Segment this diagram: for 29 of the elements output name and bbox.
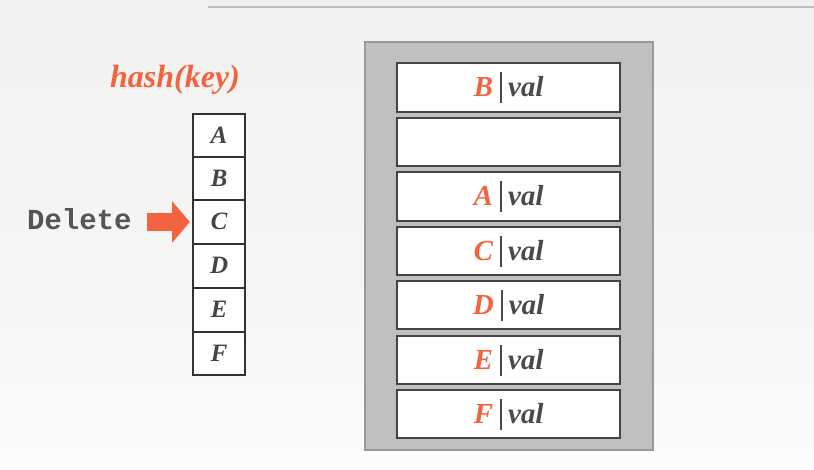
key-cell: A xyxy=(192,113,246,158)
key-cell: F xyxy=(192,331,246,376)
bucket-slot xyxy=(396,226,621,276)
bucket-slot xyxy=(396,117,621,167)
bucket-slot xyxy=(396,389,621,439)
bucket-slot xyxy=(396,335,621,385)
value-text: val xyxy=(508,180,544,213)
bucket-slot xyxy=(396,171,621,222)
key-cell: E xyxy=(192,287,246,333)
key-text: F xyxy=(474,398,493,430)
key-text: B xyxy=(474,71,493,104)
value-text: val xyxy=(508,234,544,268)
operation-label: Delete xyxy=(27,204,145,240)
key-text: A xyxy=(474,180,493,213)
key-text: E xyxy=(474,344,493,376)
value-text: val xyxy=(508,398,544,430)
bucket-slot xyxy=(396,62,621,113)
value-text: val xyxy=(508,71,544,104)
key-text: D xyxy=(472,288,494,322)
value-text: val xyxy=(508,288,544,322)
key-cell: C xyxy=(192,199,246,245)
value-text: val xyxy=(508,344,544,376)
key-cell: B xyxy=(192,156,246,201)
arrow xyxy=(147,201,190,243)
key-text: C xyxy=(474,234,493,268)
bucket-slot xyxy=(396,280,621,330)
key-cell: D xyxy=(192,243,246,289)
hash-table-panel xyxy=(364,41,654,451)
function-label: hash(key) xyxy=(110,58,240,95)
